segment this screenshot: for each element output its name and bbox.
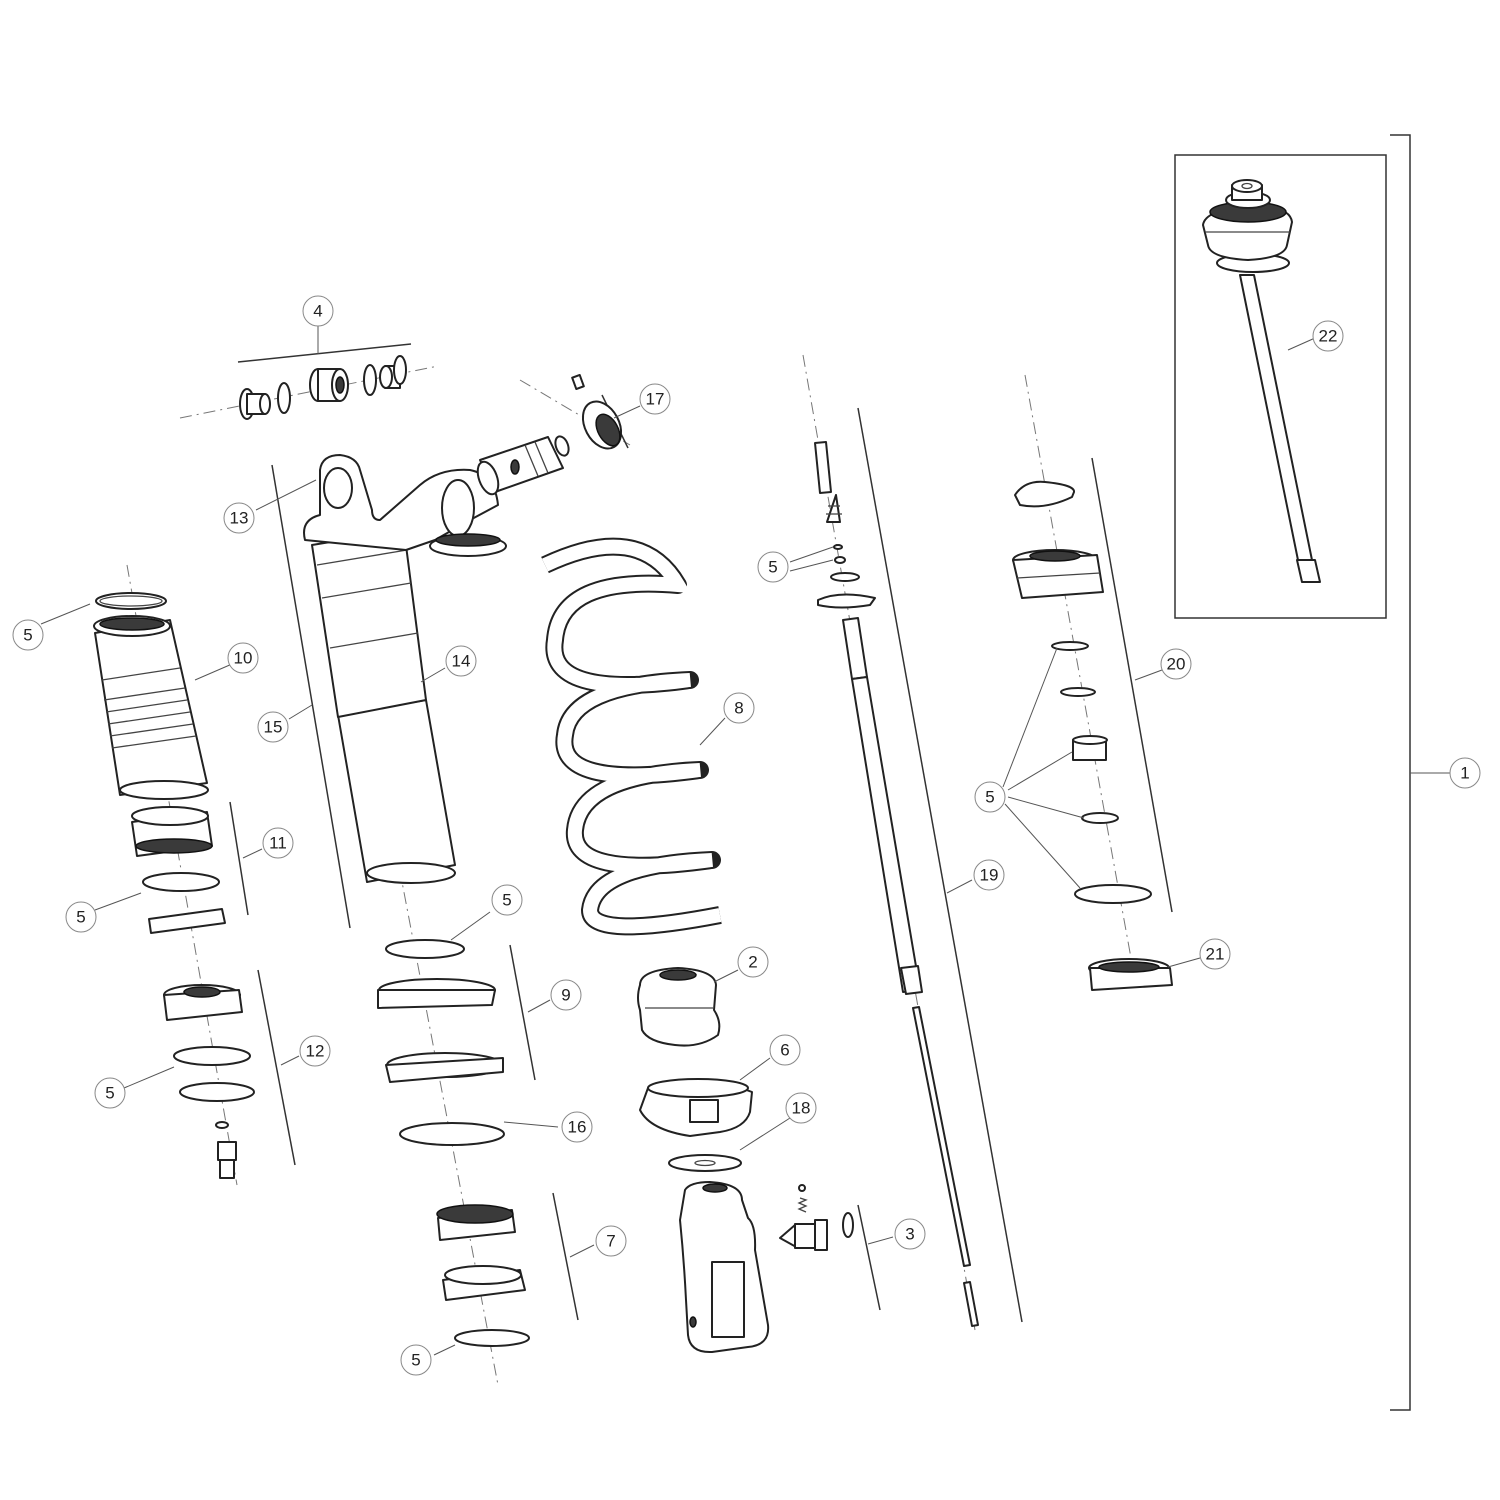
callout-label: 5: [768, 558, 777, 577]
lower-clevis: [679, 1181, 770, 1354]
callout-5-c: 5: [94, 1077, 126, 1109]
callout-label: 17: [646, 390, 665, 409]
callout-13: 13: [223, 502, 255, 534]
callout-label: 5: [23, 626, 32, 645]
callout-label: 14: [452, 652, 471, 671]
bracket-9: [509, 944, 536, 1081]
callout-16: 16: [561, 1111, 593, 1143]
callout-5-a: 5: [12, 619, 44, 651]
callout-label: 5: [502, 891, 511, 910]
axis-right-stack: [1024, 374, 1136, 981]
bracket-20: [1091, 457, 1173, 913]
callout-4: 4: [302, 295, 334, 327]
callout-18: 18: [785, 1092, 817, 1124]
bracket-4: [237, 343, 412, 363]
bracket-3: [857, 1204, 881, 1311]
callout-label: 21: [1206, 945, 1225, 964]
callout-label: 8: [734, 699, 743, 718]
callout-5-e: 5: [400, 1344, 432, 1376]
assembly-bracket: [1390, 134, 1411, 1411]
callout-label: 7: [606, 1232, 615, 1251]
callout-label: 11: [269, 834, 287, 853]
callout-6: 6: [769, 1034, 801, 1066]
spring-seat-part-6: [639, 1078, 753, 1137]
eyelet-hardware-part-4: [239, 355, 407, 420]
callout-label: 12: [306, 1042, 325, 1061]
callout-21: 21: [1199, 938, 1231, 970]
callout-label: 6: [780, 1041, 789, 1060]
callout-label: 5: [411, 1351, 420, 1370]
seal-ring-part-5-top-left: [95, 592, 167, 610]
shaft-part-19: [814, 441, 979, 1327]
bracket-12: [257, 969, 296, 1166]
callout-label: 15: [264, 718, 283, 737]
callout-8: 8: [723, 692, 755, 724]
inset-frame: [1174, 154, 1387, 619]
leader-lines: [40, 405, 1201, 1356]
callout-5-b: 5: [65, 901, 97, 933]
callout-7: 7: [595, 1225, 627, 1257]
top-cap-part-20: [1012, 480, 1104, 599]
callout-label: 10: [234, 649, 253, 668]
callout-label: 5: [76, 908, 85, 927]
preload-rings-part-9: [377, 978, 504, 1083]
callout-10: 10: [227, 642, 259, 674]
callout-label: 20: [1167, 655, 1186, 674]
callout-14: 14: [445, 645, 477, 677]
callout-2: 2: [737, 946, 769, 978]
callout-12: 12: [299, 1035, 331, 1067]
callout-3: 3: [894, 1218, 926, 1250]
callout-label: 19: [980, 866, 999, 885]
coil-spring-part-8: [541, 537, 722, 936]
callout-20: 20: [1160, 648, 1192, 680]
cap-part-21: [1088, 958, 1173, 991]
callout-19: 19: [973, 859, 1005, 891]
callout-label: 4: [313, 302, 322, 321]
bracket-7: [552, 1192, 579, 1321]
callout-11: 11: [262, 827, 294, 859]
callout-label: 5: [985, 788, 994, 807]
callout-label: 9: [561, 986, 570, 1005]
callout-5-f: 5: [757, 551, 789, 583]
callout-5-d: 5: [491, 884, 523, 916]
leader-22: [1287, 337, 1316, 351]
callout-label: 2: [748, 953, 757, 972]
callout-label: 1: [1460, 764, 1469, 783]
bracket-11: [229, 801, 249, 916]
reservoir-cap-part-17: [476, 373, 623, 496]
callout-label: 13: [230, 509, 249, 528]
ring-part-5-center: [385, 939, 465, 959]
spring-cover-part-10: [93, 615, 209, 800]
callout-label: 18: [792, 1099, 811, 1118]
callout-label: 3: [905, 1225, 914, 1244]
callout-17: 17: [639, 383, 671, 415]
bump-stop-part-2: [637, 967, 721, 1047]
shaft-assembly-part-22: [1202, 179, 1321, 583]
valve-assembly-part-7: [436, 1204, 530, 1347]
callout-1: 1: [1449, 757, 1481, 789]
callout-label: 5: [105, 1084, 114, 1103]
seal-set-part-5-right: [1051, 641, 1152, 904]
main-body-part-13-14-15: [303, 454, 507, 884]
piston-part-12: [163, 984, 255, 1179]
callout-22: 22: [1312, 320, 1344, 352]
bracket-15: [271, 464, 351, 929]
callout-15: 15: [257, 711, 289, 743]
ring-part-16: [399, 1122, 505, 1146]
callout-9: 9: [550, 979, 582, 1011]
callout-label: 16: [568, 1118, 587, 1137]
bracket-19: [857, 407, 1023, 1323]
piston-part-11: [131, 806, 226, 934]
washer-part-18: [668, 1154, 742, 1172]
callout-label: 22: [1319, 327, 1338, 346]
adjuster-part-3: [779, 1184, 854, 1251]
callout-5-g: 5: [974, 781, 1006, 813]
